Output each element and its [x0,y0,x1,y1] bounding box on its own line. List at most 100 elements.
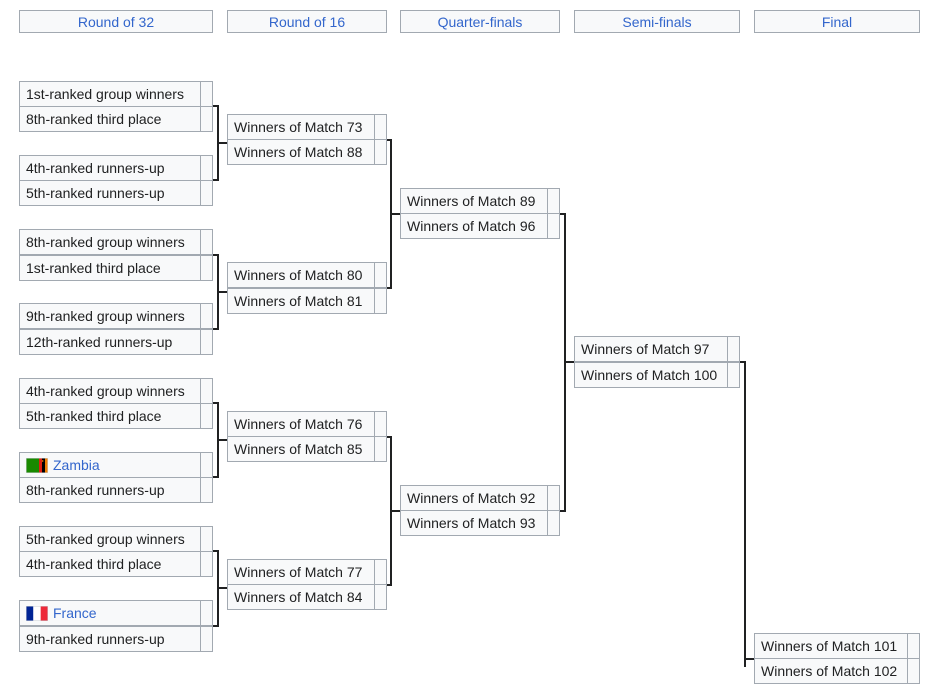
round-header-semi-finals: Semi-finals [574,10,740,33]
r16-match-2-away: Winners of Match 81 [227,288,387,314]
r32-match-1-away: 8th-ranked third place [19,106,213,132]
team-name: Winners of Match 73 [228,115,375,139]
score-cell [202,230,212,254]
team-name: 8th-ranked runners-up [20,478,201,502]
connector-sf-a [740,361,746,667]
connector-qf-a [560,213,566,512]
team-name: Winners of Match 88 [228,140,375,164]
round-header-round-of-16: Round of 16 [227,10,387,33]
sf-match-1-home: Winners of Match 97 [574,336,740,362]
score-cell [376,560,386,584]
score-cell [202,181,212,205]
team-name: 5th-ranked group winners [20,527,201,551]
team-name: Winners of Match 81 [228,289,375,313]
connector-r16-a [387,139,392,289]
score-cell [202,82,212,106]
score-cell [202,256,212,280]
bracket-connectors [213,105,754,667]
r16-match-3-away: Winners of Match 85 [227,436,387,462]
team-name: 9th-ranked runners-up [20,627,201,651]
r16-match-4-home: Winners of Match 77 [227,559,387,585]
r16-match-3-home: Winners of Match 76 [227,411,387,437]
team-name: Winners of Match 101 [755,634,908,658]
team-name: Winners of Match 80 [228,263,375,287]
team-name: 1st-ranked group winners [20,82,201,106]
score-cell [549,486,559,510]
team-name: Winners of Match 97 [575,337,728,361]
connector-r32-2 [213,254,219,330]
final-match-home: Winners of Match 101 [754,633,920,659]
team-name: 1st-ranked third place [20,256,201,280]
score-cell [202,107,212,131]
team-name: 9th-ranked group winners [20,304,201,328]
qf-match-1-away: Winners of Match 96 [400,213,560,239]
r32-match-3-home: 8th-ranked group winners [19,229,213,255]
team-cell: France [20,601,201,625]
team-link-france[interactable]: France [53,605,97,621]
score-cell [376,412,386,436]
team-name: Winners of Match 85 [228,437,375,461]
team-name: 8th-ranked third place [20,107,201,131]
r32-match-7-home: 5th-ranked group winners [19,526,213,552]
score-cell [376,437,386,461]
score-cell [202,156,212,180]
zambia-flag-icon [26,457,48,473]
team-name: Winners of Match 77 [228,560,375,584]
team-cell: Zambia [20,453,201,477]
qf-match-2-home: Winners of Match 92 [400,485,560,511]
score-cell [202,627,212,651]
r32-match-2-home: 4th-ranked runners-up [19,155,213,181]
team-name: 12th-ranked runners-up [20,330,201,354]
score-cell [376,140,386,164]
score-cell [202,552,212,576]
score-cell [729,337,739,361]
team-name: 4th-ranked third place [20,552,201,576]
france-flag-icon [26,605,48,621]
score-cell [909,659,919,683]
connector-r32-3 [213,402,219,478]
team-name: 5th-ranked third place [20,404,201,428]
qf-match-1-home: Winners of Match 89 [400,188,560,214]
team-name: 4th-ranked runners-up [20,156,201,180]
team-name: Winners of Match 96 [401,214,548,238]
team-link-zambia[interactable]: Zambia [53,457,100,473]
r32-match-8-home: France [19,600,213,626]
score-cell [376,289,386,313]
score-cell [202,304,212,328]
score-cell [376,585,386,609]
qf-match-2-away: Winners of Match 93 [400,510,560,536]
r32-match-5-away: 5th-ranked third place [19,403,213,429]
score-cell [376,115,386,139]
r16-match-1-away: Winners of Match 88 [227,139,387,165]
score-cell [202,453,212,477]
team-name: 4th-ranked group winners [20,379,201,403]
r32-match-3-away: 1st-ranked third place [19,255,213,281]
score-cell [549,189,559,213]
score-cell [549,214,559,238]
team-name: Winners of Match 84 [228,585,375,609]
r32-match-8-away: 9th-ranked runners-up [19,626,213,652]
r32-match-4-away: 12th-ranked runners-up [19,329,213,355]
r16-match-1-home: Winners of Match 73 [227,114,387,140]
final-match-away: Winners of Match 102 [754,658,920,684]
team-name: 8th-ranked group winners [20,230,201,254]
connector-r32-1 [213,105,219,181]
r32-match-1-home: 1st-ranked group winners [19,81,213,107]
score-cell [202,601,212,625]
r32-match-5-home: 4th-ranked group winners [19,378,213,404]
round-header-quarter-finals: Quarter-finals [400,10,560,33]
team-name: Winners of Match 93 [401,511,548,535]
team-name: Winners of Match 100 [575,363,728,387]
r16-match-2-home: Winners of Match 80 [227,262,387,288]
r32-match-2-away: 5th-ranked runners-up [19,180,213,206]
score-cell [202,527,212,551]
team-name: Winners of Match 76 [228,412,375,436]
r32-match-7-away: 4th-ranked third place [19,551,213,577]
team-name: 5th-ranked runners-up [20,181,201,205]
connector-r16-b [387,436,392,586]
team-name: Winners of Match 89 [401,189,548,213]
round-header-round-of-32: Round of 32 [19,10,213,33]
r16-match-4-away: Winners of Match 84 [227,584,387,610]
score-cell [376,263,386,287]
connector-r32-4 [213,550,219,627]
